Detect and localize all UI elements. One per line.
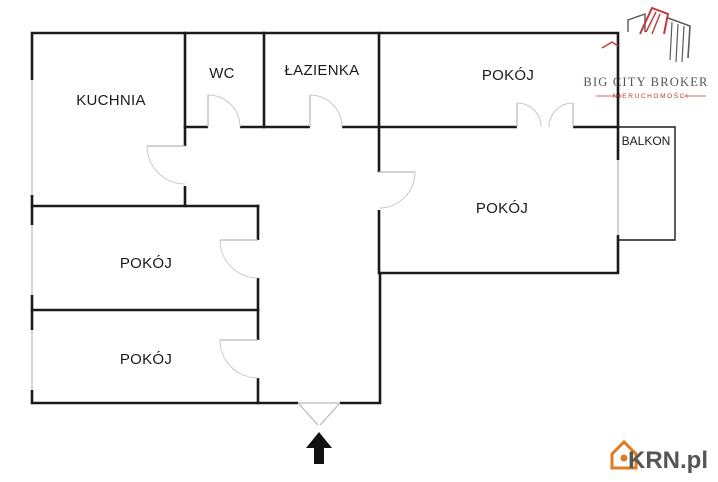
label-bathroom: ŁAZIENKA — [285, 62, 360, 79]
label-room-left-bottom: POKÓJ — [120, 351, 172, 368]
label-room-center-right: POKÓJ — [476, 200, 528, 217]
door-room-center-right — [378, 171, 416, 209]
door-room-left-bottom — [219, 339, 259, 379]
house-icon — [610, 439, 638, 470]
arrow-up-icon — [306, 432, 332, 464]
windows — [31, 80, 619, 390]
brand-tagline: NIERUCHOMOŚCI — [613, 91, 690, 100]
label-wc: WC — [209, 65, 235, 82]
skyscraper-logo-icon — [596, 6, 706, 97]
interior-walls — [30, 31, 620, 405]
door-entrance — [297, 402, 341, 426]
label-balcony: BALKON — [622, 134, 671, 148]
label-kitchen: KUCHNIA — [76, 92, 146, 109]
label-room-left-middle: POKÓJ — [120, 255, 172, 272]
brand-name: BIG CITY BROKER — [583, 75, 708, 89]
door-room-left-middle — [219, 239, 259, 279]
label-room-top-right: POKÓJ — [482, 67, 534, 84]
door-bathroom — [309, 94, 343, 128]
balcony-outline — [618, 126, 676, 241]
door-kitchen — [146, 145, 186, 185]
outer-walls — [30, 31, 620, 405]
door-wc — [207, 94, 241, 128]
watermark-krn: KRN.pl — [628, 447, 708, 474]
door-room-top-right — [516, 102, 574, 128]
